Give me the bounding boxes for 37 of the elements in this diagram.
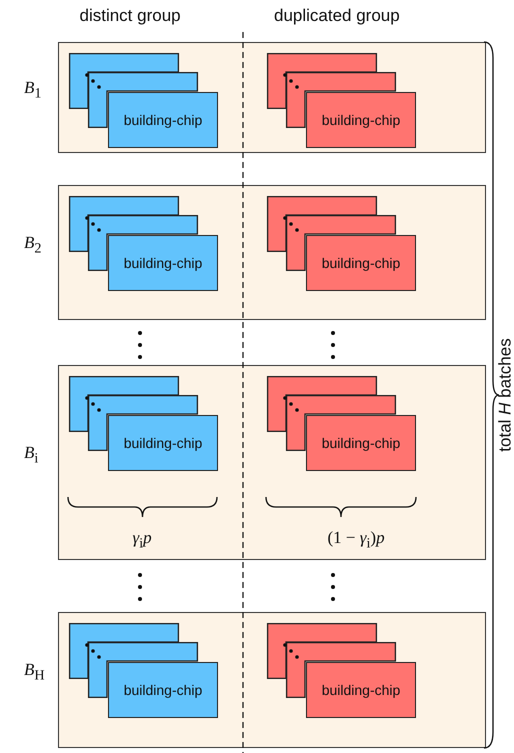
- group-size-label: γ$_{i}$p: [132, 528, 152, 552]
- chip-label: building-chip: [322, 682, 400, 698]
- group-size-label: (1 − γ$_{i}$)p: [328, 528, 385, 552]
- chip-card: [108, 92, 218, 148]
- chip-label: building-chip: [322, 112, 400, 128]
- chip-label: building-chip: [322, 255, 400, 271]
- batch-label: B$_{1}$: [24, 78, 42, 102]
- column-heading: duplicated group: [274, 6, 400, 26]
- batch-panel: [58, 42, 486, 153]
- stacked-card: [267, 623, 377, 679]
- stacked-card: [267, 196, 377, 252]
- chip-card: [306, 415, 416, 471]
- chip-label: building-chip: [124, 112, 202, 128]
- chip-label: building-chip: [322, 435, 400, 451]
- stacked-card: [69, 376, 179, 432]
- stacked-card: [69, 196, 179, 252]
- batch-label: B$_{2}$: [24, 232, 42, 257]
- chip-card: [306, 662, 416, 718]
- chip-label: building-chip: [124, 435, 202, 451]
- chip-card: [108, 235, 218, 291]
- batch-panel: [58, 365, 486, 560]
- chip-card: [306, 235, 416, 291]
- stacked-card: [69, 623, 179, 679]
- batch-label: B$_{i}$: [24, 442, 38, 467]
- chip-card: [108, 662, 218, 718]
- stacked-card: [69, 53, 179, 109]
- chip-card: [108, 415, 218, 471]
- total-label: total H batches: [495, 338, 514, 452]
- chip-label: building-chip: [124, 682, 202, 698]
- column-heading: distinct group: [80, 6, 181, 26]
- batch-panel: [58, 185, 486, 320]
- stacked-card: [267, 53, 377, 109]
- chip-label: building-chip: [124, 255, 202, 271]
- batch-panel: [58, 612, 486, 748]
- chip-card: [306, 92, 416, 148]
- batch-label: B$_{H}$: [24, 660, 45, 684]
- stacked-card: [267, 376, 377, 432]
